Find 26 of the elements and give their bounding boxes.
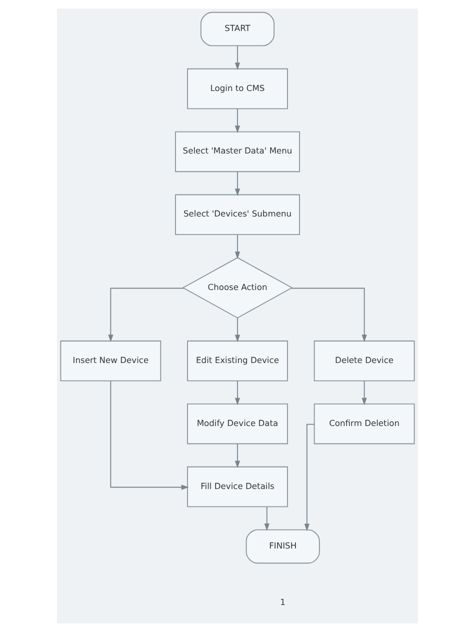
node-box: Edit Existing Device: [186, 340, 288, 382]
arrow: [234, 443, 240, 468]
arrow: [108, 288, 184, 342]
arrow: [361, 380, 366, 406]
node-box: Select 'Master Data' Menu: [174, 131, 300, 172]
node-diamond: Choose Action: [182, 257, 292, 318]
node-box: START: [200, 12, 274, 46]
node-box: Login to CMS: [186, 68, 288, 110]
arrow: [234, 171, 240, 196]
arrow: [290, 288, 366, 342]
node-box: Confirm Deletion: [313, 403, 414, 444]
arrow: [234, 46, 240, 70]
arrow: [304, 424, 314, 532]
arrow: [110, 380, 188, 490]
label: 1: [280, 596, 286, 607]
arrow: [234, 380, 240, 406]
node-box: Select 'Devices' Submenu: [174, 194, 300, 235]
node-box: Fill Device Details: [186, 466, 288, 508]
arrow: [264, 506, 269, 531]
node-box: FINISH: [245, 529, 320, 564]
node-box: Delete Device: [313, 340, 414, 382]
arrow: [234, 317, 240, 342]
node-box: Insert New Device: [60, 340, 161, 382]
arrow: [234, 234, 240, 260]
node-box: Modify Device Data: [186, 403, 288, 444]
arrow: [234, 108, 240, 134]
